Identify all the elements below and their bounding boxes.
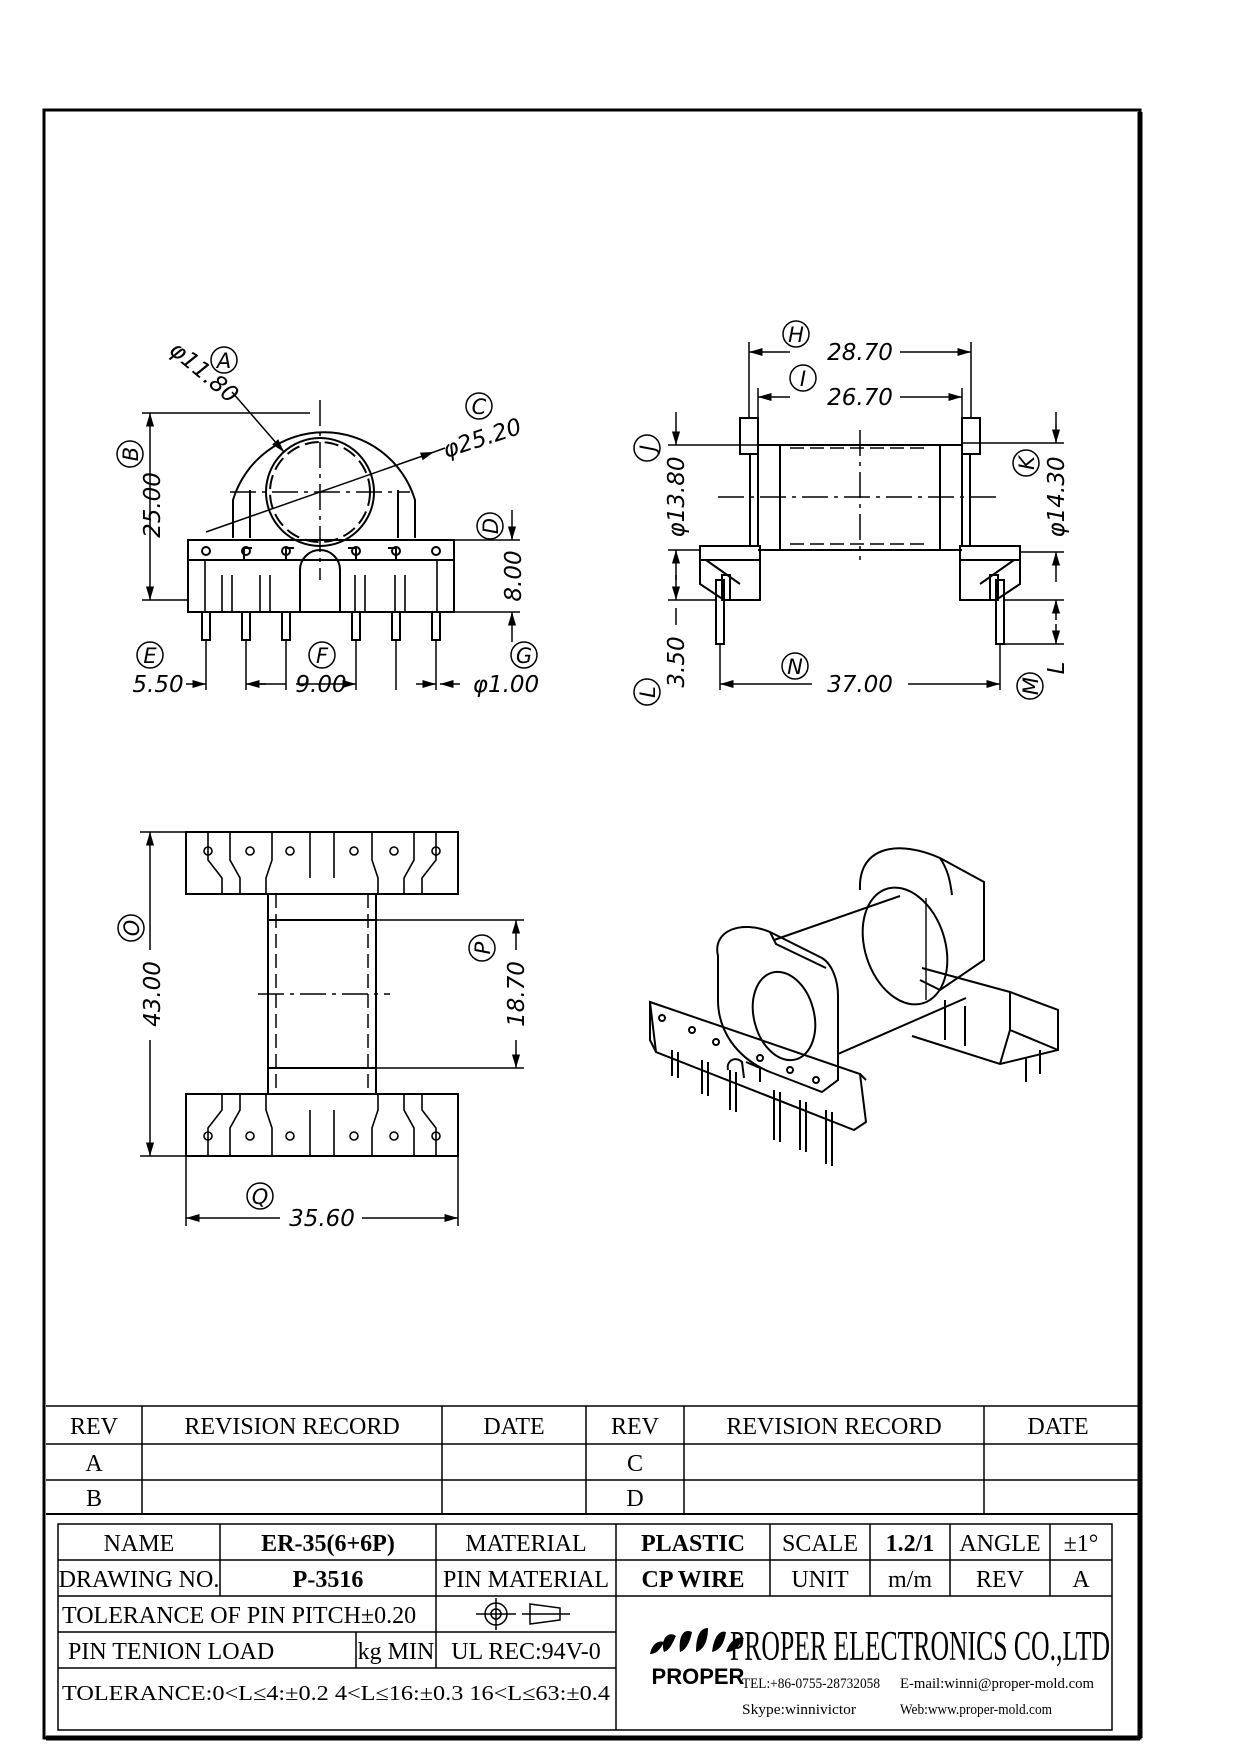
tolerance-general: TOLERANCE:0<L≤4:±0.2 4<L≤16:±0.3 16<L≤63…: [62, 1681, 611, 1705]
label-K: K: [1015, 454, 1039, 470]
front-view: [187, 400, 455, 641]
label-G: G: [516, 644, 532, 668]
dim-E-value: 5.50: [132, 672, 183, 698]
title-block: [57, 1523, 1113, 1731]
label-A: A: [215, 349, 231, 373]
pin-material-label: PIN MATERIAL: [443, 1567, 609, 1593]
ul-rec: UL REC:94V-0: [451, 1639, 601, 1665]
title-block-text: NAME ER-35(6+6P) MATERIAL PLASTIC SCALE …: [59, 1531, 1110, 1718]
dim-M-value: L: [1044, 662, 1070, 675]
front-view-dimensions: [142, 391, 520, 690]
label-D: D: [479, 518, 503, 534]
dim-K-value: φ14.30: [1044, 456, 1070, 537]
side-view-dimensions: [668, 342, 1064, 690]
pin-tension-label: PIN TENION LOAD: [68, 1639, 274, 1665]
side-view-labels: H 28.70 I 26.70 J φ13.80 K φ14.30 L 3.50…: [633, 320, 1070, 706]
dim-J-value: φ13.80: [664, 456, 690, 537]
drawing-no-label: DRAWING NO.: [59, 1567, 220, 1593]
logo-text: PROPER: [652, 1664, 745, 1689]
rev-a: A: [85, 1451, 103, 1477]
side-view: [699, 417, 1021, 645]
company-skype: Skype:winnivictor: [742, 1702, 856, 1718]
name-label: NAME: [104, 1531, 175, 1557]
scale-label: SCALE: [782, 1531, 858, 1557]
label-B: B: [119, 447, 143, 461]
label-I: I: [800, 367, 806, 391]
dim-N-value: 37.00: [827, 672, 893, 698]
label-H: H: [788, 323, 804, 347]
drawing-no-value: P-3516: [293, 1567, 364, 1593]
rev-d: D: [626, 1486, 643, 1512]
label-E: E: [143, 644, 157, 668]
company-name: PROPER ELECTRONICS CO.,LTD: [730, 1624, 1110, 1670]
dim-P-value: 18.70: [504, 961, 530, 1027]
material-label: MATERIAL: [465, 1531, 586, 1557]
rev-b: B: [86, 1486, 102, 1512]
label-J: J: [636, 445, 660, 455]
top-view: [185, 831, 459, 1157]
label-M: M: [1019, 677, 1043, 695]
company-tel: TEL:+86-0755-28732058: [742, 1676, 880, 1692]
material-value: PLASTIC: [641, 1531, 745, 1557]
unit-value: m/m: [888, 1567, 932, 1593]
dim-H-value: 28.70: [827, 340, 893, 366]
dim-O-value: 43.00: [140, 961, 166, 1027]
label-Q: Q: [252, 1185, 269, 1209]
proper-logo-icon: [650, 1628, 744, 1654]
dim-D-value: 8.00: [501, 550, 527, 601]
projection-symbol-icon: [476, 1598, 570, 1630]
date-header-2: DATE: [1027, 1414, 1088, 1440]
top-view-dimensions: [140, 831, 524, 1226]
company-email: E-mail:winni@proper-mold.com: [900, 1676, 1094, 1692]
rev-header-1: REV: [70, 1414, 119, 1440]
rev-header-2: REV: [611, 1414, 660, 1440]
dim-C-value: φ25.20: [440, 414, 525, 464]
label-O: O: [120, 920, 144, 937]
dim-G-value: φ1.00: [473, 672, 539, 698]
dim-B-value: 25.00: [140, 472, 166, 538]
unit-label: UNIT: [791, 1567, 849, 1593]
revision-table-text: REV REVISION RECORD DATE REV REVISION RE…: [70, 1414, 1089, 1512]
top-view-labels: O 43.00 P 18.70 Q 35.60: [117, 914, 530, 1232]
tolerance-pin-pitch: TOLERANCE OF PIN PITCH±0.20: [62, 1603, 416, 1629]
isometric-view: [648, 847, 1059, 1166]
rev-label: REV: [976, 1567, 1025, 1593]
dim-L-value: 3.50: [664, 636, 690, 687]
rev-c: C: [627, 1451, 643, 1477]
revision-record-header-2: REVISION RECORD: [726, 1414, 941, 1440]
label-N: N: [787, 655, 803, 679]
dim-I-value: 26.70: [827, 385, 893, 411]
revision-table: [46, 1405, 1138, 1515]
dim-Q-value: 35.60: [289, 1206, 355, 1232]
label-F: F: [316, 644, 329, 668]
revision-record-header-1: REVISION RECORD: [184, 1414, 399, 1440]
label-L: L: [636, 686, 660, 698]
name-value: ER-35(6+6P): [261, 1531, 395, 1557]
rev-value: A: [1072, 1567, 1090, 1593]
dim-F-value: 9.00: [295, 672, 346, 698]
label-C: C: [472, 395, 487, 419]
company-web: Web:www.proper-mold.com: [900, 1702, 1052, 1718]
front-view-labels: A φ11.80 B 25.00 C φ25.20 D 8.00 E 5.50 …: [116, 337, 539, 698]
drawing-frame: [42, 108, 1142, 1740]
angle-value: ±1°: [1064, 1531, 1099, 1557]
pin-material-value: CP WIRE: [642, 1567, 745, 1593]
scale-value: 1.2/1: [886, 1531, 935, 1557]
label-P: P: [471, 941, 495, 954]
pin-tension-unit: kg MIN: [358, 1639, 435, 1665]
angle-label: ANGLE: [959, 1531, 1040, 1557]
date-header-1: DATE: [483, 1414, 544, 1440]
